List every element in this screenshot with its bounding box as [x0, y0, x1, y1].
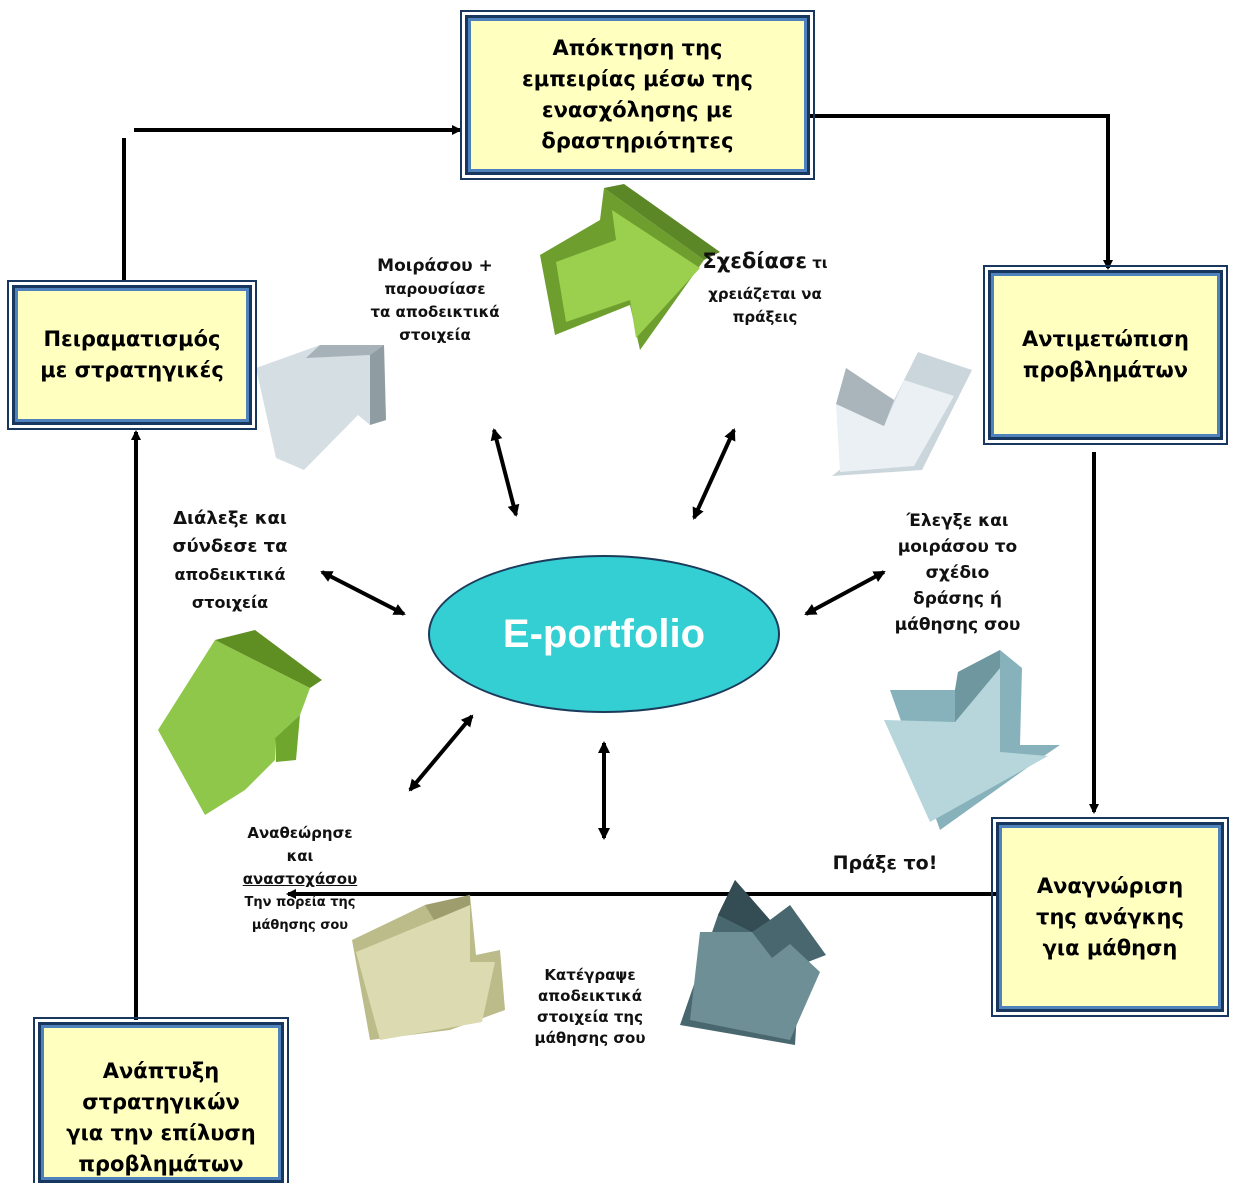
- center-links: [320, 428, 886, 840]
- box-learning-need-line: της ανάγκης: [1036, 904, 1184, 929]
- step-share-line: Μοιράσου +: [377, 256, 493, 276]
- step-share-line: τα αποδεικτικά: [370, 303, 500, 321]
- step-review-line: και: [286, 847, 314, 865]
- box-experimentation-line: Πειραματισμός: [43, 327, 221, 351]
- arrow-do-icon: [884, 650, 1060, 830]
- cycle-connectors: [122, 114, 1113, 1020]
- arrow-share-icon: [256, 345, 386, 470]
- arrow-design-icon: [540, 184, 720, 350]
- step-design: Σχεδίασε τι χρειάζεται να πράξεις: [680, 250, 850, 329]
- step-check: Έλεγξε και μοιράσου το σχέδιο δράσης ή μ…: [870, 508, 1045, 638]
- link-check: [804, 570, 886, 616]
- link-share: [490, 428, 520, 517]
- step-record-line: αποδεικτικά: [537, 987, 642, 1005]
- eportfolio-ellipse: E-portfolio: [428, 555, 780, 713]
- step-choose-line: αποδεικτικά: [174, 565, 286, 584]
- arrow-check-icon: [832, 352, 972, 476]
- step-do-text: Πράξε το!: [832, 852, 938, 874]
- link-design: [692, 428, 736, 520]
- box-strategies-line: για την επίλυση: [66, 1120, 256, 1145]
- step-choose-line: στοιχεία: [191, 593, 269, 612]
- step-record-line: στοιχεία της: [537, 1008, 643, 1026]
- arrow-review-icon: [352, 895, 505, 1040]
- step-record-line: μάθησης σου: [534, 1029, 646, 1047]
- box-problem-solving-line: Αντιμετώπιση: [1021, 327, 1190, 351]
- eportfolio-label: E-portfolio: [502, 611, 706, 656]
- step-review-line: Την πορεία της: [244, 895, 356, 910]
- box-experience: Απόκτηση της εμπειρίας μέσω της ενασχόλη…: [460, 10, 815, 180]
- step-check-line: μοιράσου το: [897, 537, 1018, 557]
- step-design-line: πράξεις: [732, 308, 798, 326]
- step-choose-line: Διάλεξε και: [173, 508, 287, 529]
- step-check-line: μάθησης σου: [894, 615, 1021, 635]
- step-review: Αναθεώρησε και αναστοχάσου Την πορεία τη…: [215, 822, 385, 937]
- step-design-line: χρειάζεται να: [708, 285, 822, 303]
- step-review-line: Αναθεώρησε: [247, 824, 353, 842]
- connector-top-to-right: [795, 114, 1113, 270]
- step-design-bold: Σχεδίασε: [702, 249, 808, 273]
- box-strategies-line: προβλημάτων: [78, 1151, 244, 1176]
- step-share: Μοιράσου + παρουσίασε τα αποδεικτικά στο…: [350, 255, 520, 347]
- step-record-line: Κατέγραψε: [544, 966, 636, 984]
- step-share-line: στοιχεία: [399, 326, 471, 344]
- box-learning-need-line: για μάθηση: [1042, 935, 1178, 960]
- step-check-line: σχέδιο: [925, 563, 990, 583]
- box-learning-need-line: Αναγνώριση: [1036, 873, 1184, 898]
- box-strategies: Ανάπτυξη στρατηγικών για την επίλυση προ…: [33, 1017, 289, 1183]
- box-experience-line: δραστηριότητες: [541, 129, 734, 153]
- step-do: Πράξε το!: [810, 852, 960, 875]
- step-review-underlined: αναστοχάσου: [242, 870, 358, 888]
- box-experience-line: εμπειρίας μέσω της: [522, 67, 753, 91]
- link-review: [408, 714, 474, 792]
- step-check-line: Έλεγξε και: [906, 511, 1009, 531]
- box-learning-need: Αναγνώριση της ανάγκης για μάθηση: [991, 817, 1229, 1017]
- box-strategies-line: Ανάπτυξη: [102, 1058, 220, 1083]
- step-record: Κατέγραψε αποδεικτικά στοιχεία της μάθησ…: [510, 965, 670, 1049]
- step-choose-line: σύνδεσε τα: [172, 536, 288, 557]
- box-experimentation: Πειραματισμός με στρατηγικές: [7, 280, 257, 430]
- box-strategies-line: στρατηγικών: [82, 1089, 240, 1114]
- box-experience-line: ενασχόλησης με: [541, 98, 734, 122]
- box-problem-solving: Αντιμετώπιση προβλημάτων: [983, 265, 1228, 445]
- step-choose: Διάλεξε και σύνδεσε τα αποδεικτικά στοιχ…: [145, 505, 315, 617]
- step-review-line: μάθησης σου: [251, 918, 349, 933]
- box-problem-solving-line: προβλημάτων: [1022, 358, 1189, 382]
- step-design-rest: τι: [807, 254, 828, 272]
- box-experimentation-line: με στρατηγικές: [40, 358, 224, 382]
- box-experience-line: Απόκτηση της: [552, 36, 723, 60]
- step-check-line: δράσης ή: [913, 589, 1002, 609]
- arrow-record-icon: [680, 880, 826, 1045]
- arrow-choose-icon: [158, 630, 322, 815]
- step-share-line: παρουσίασε: [384, 280, 486, 298]
- link-choose: [320, 570, 406, 616]
